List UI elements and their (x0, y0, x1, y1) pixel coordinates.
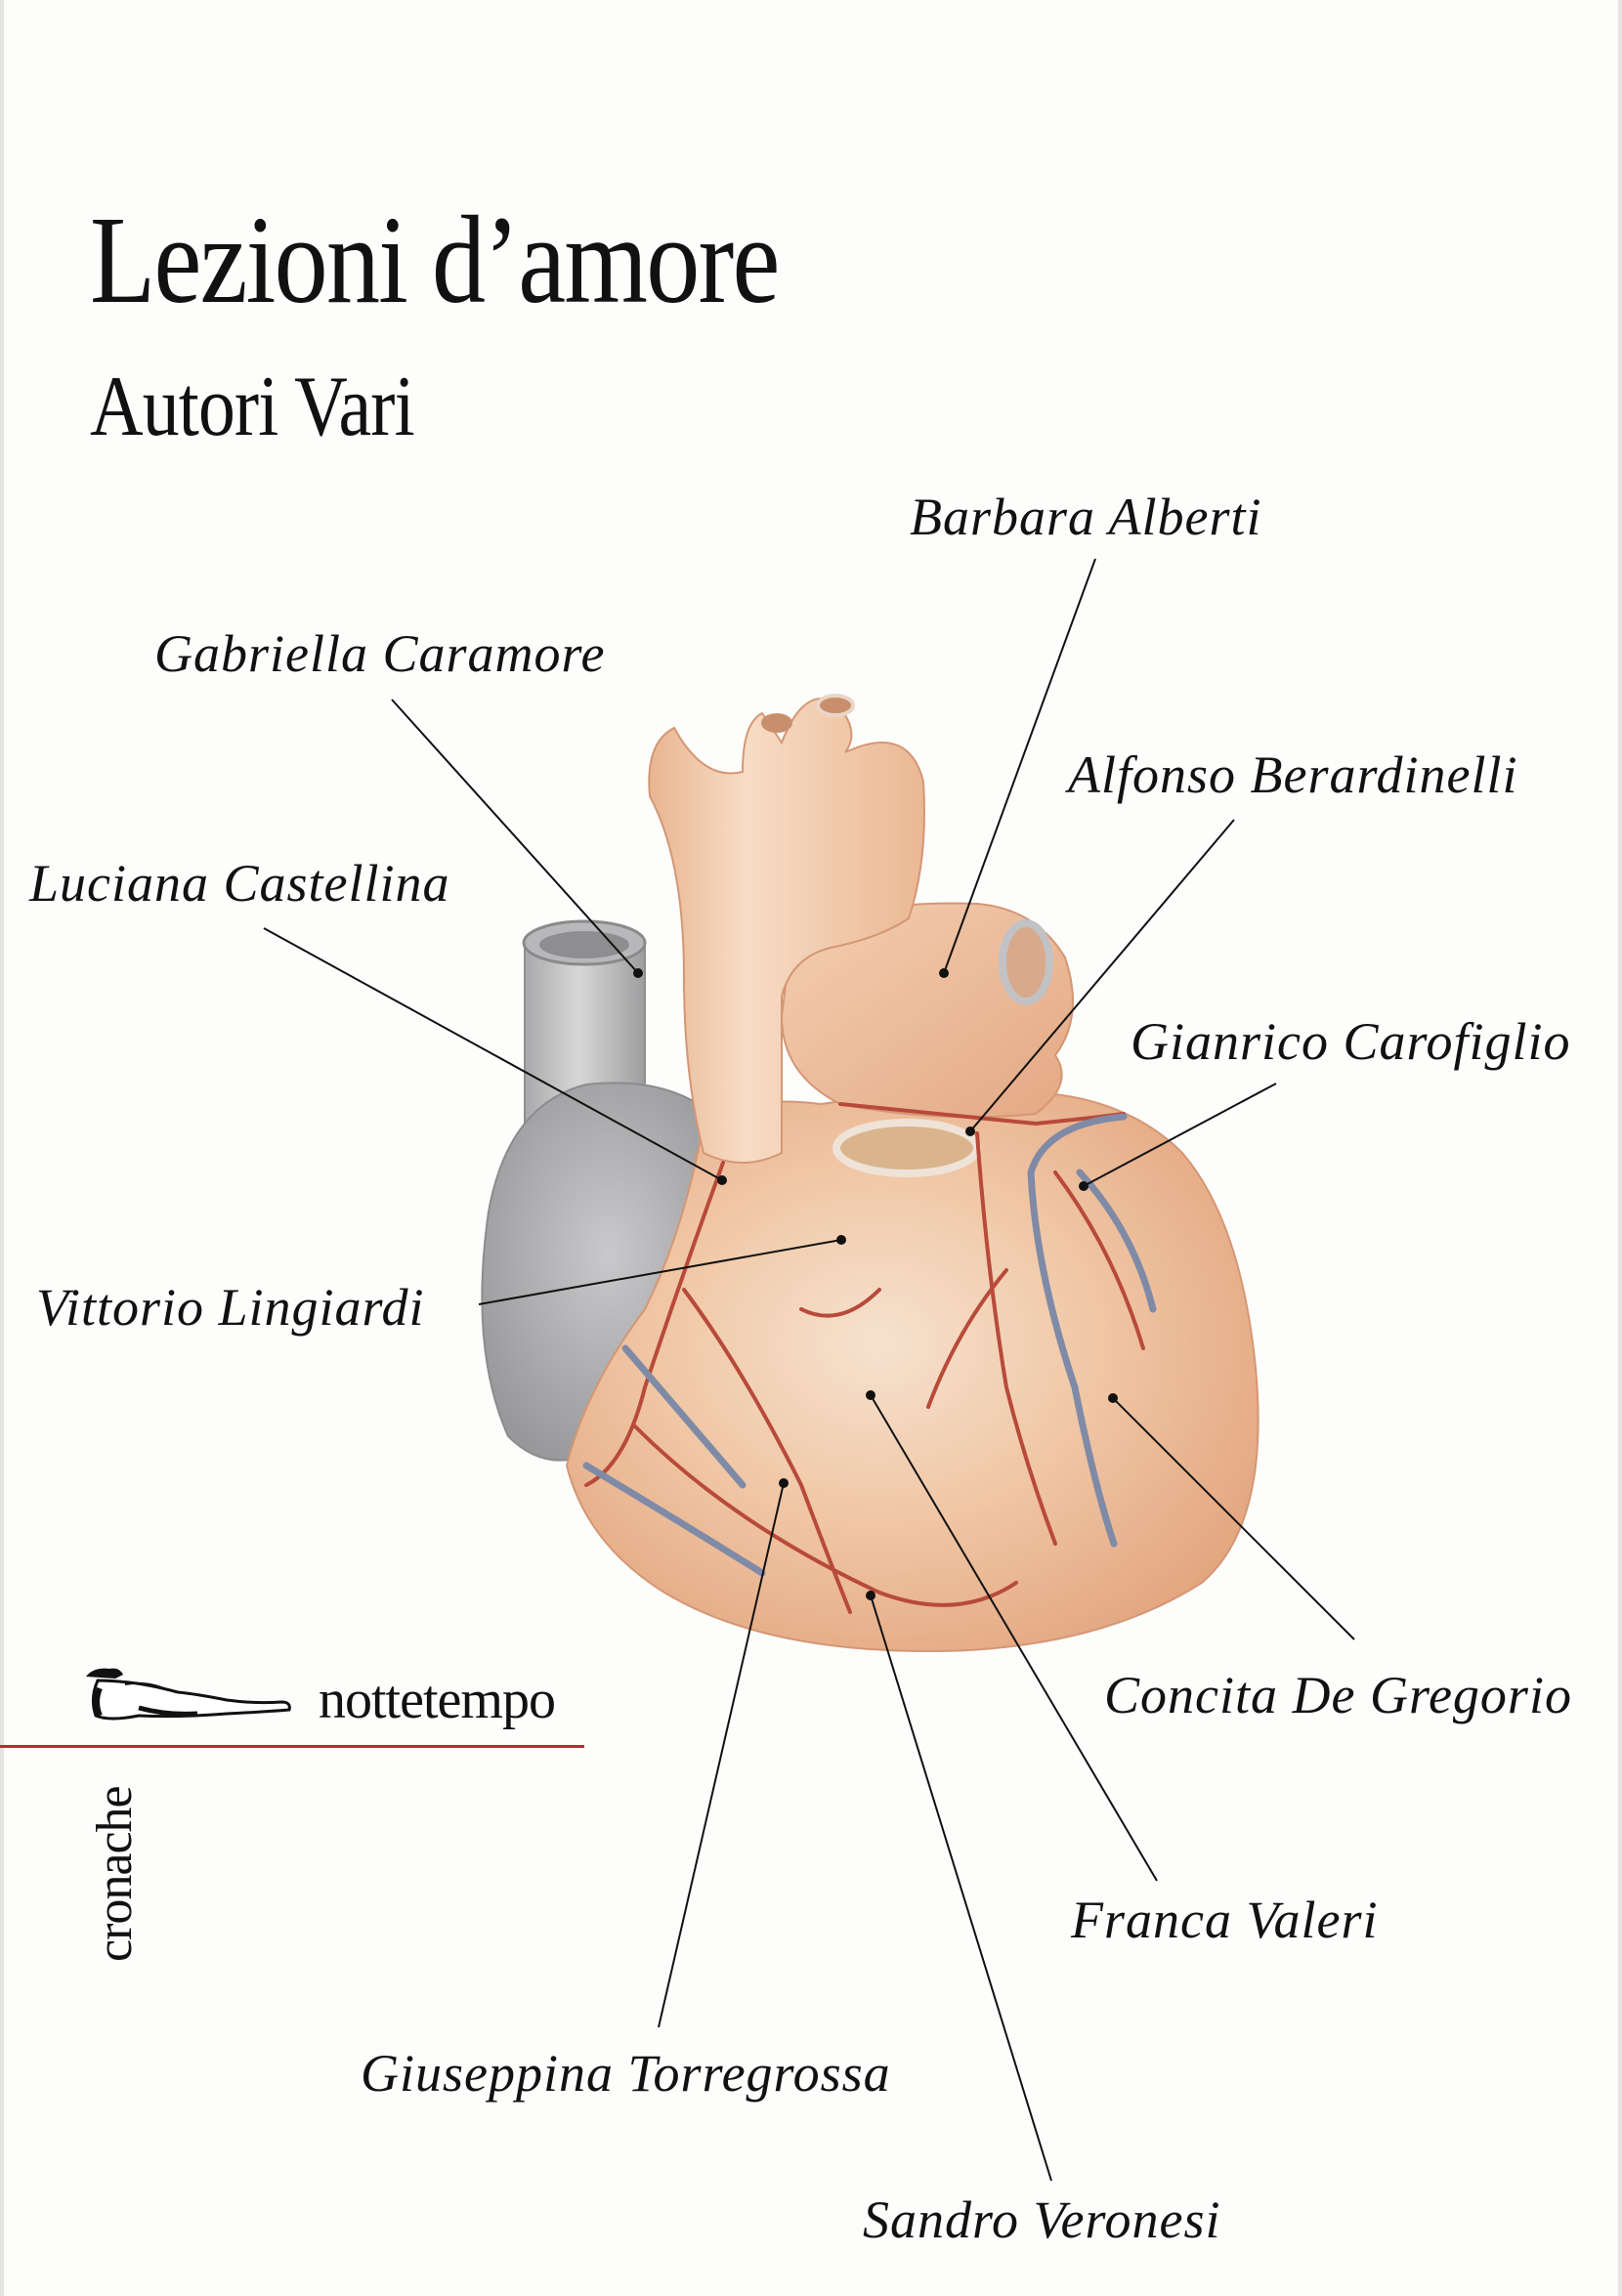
author-label-concita-de-gregorio: Concita De Gregorio (1104, 1666, 1572, 1724)
author-label-vittorio-lingiardi: Vittorio Lingiardi (36, 1278, 425, 1337)
author-label-franca-valeri: Franca Valeri (1071, 1891, 1379, 1949)
author-label-gianrico-carofiglio: Gianrico Carofiglio (1131, 1012, 1571, 1071)
series-name: cronache (87, 1786, 143, 1962)
reclining-figure-logo-icon (86, 1668, 291, 1721)
cover-edge-left (0, 0, 4, 2296)
aortic-opening (832, 1119, 981, 1177)
author-label-alfonso-berardinelli: Alfonso Berardinelli (1068, 745, 1518, 804)
author-label-barbara-alberti: Barbara Alberti (910, 488, 1262, 546)
leader-dots (633, 968, 1118, 1600)
book-title: Lezioni d’amore (90, 191, 780, 329)
author-label-luciana-castellina: Luciana Castellina (29, 854, 450, 913)
cardiac-veins (582, 1113, 1157, 1577)
author-label-giuseppina-torregrossa: Giuseppina Torregrossa (361, 2044, 891, 2103)
book-author-line: Autori Vari (90, 360, 415, 454)
pulmonary-vessel-opening (999, 919, 1053, 1005)
cover-edge-right (1618, 0, 1622, 2296)
aorta-shape (648, 698, 925, 1164)
author-label-gabriella-caramore: Gabriella Caramore (154, 624, 606, 683)
publisher-red-rule (0, 1745, 584, 1748)
leader-lines (263, 558, 1355, 2182)
author-label-sandro-veronesi: Sandro Veronesi (863, 2190, 1221, 2249)
publisher-name: nottetempo (319, 1670, 556, 1730)
